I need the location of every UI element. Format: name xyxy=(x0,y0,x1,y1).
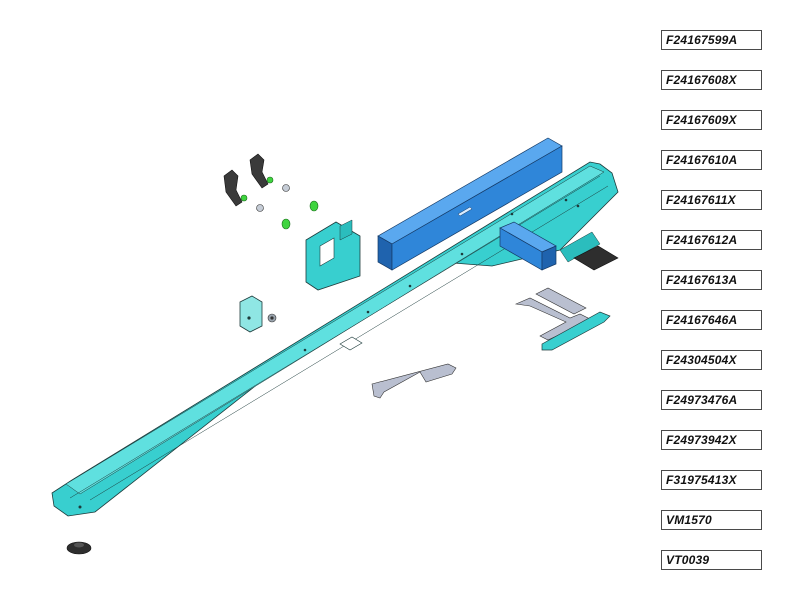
blue-support-bar xyxy=(377,137,563,271)
nut xyxy=(267,313,277,323)
part-label: F24167613A xyxy=(661,270,762,290)
part-label: F24167646A xyxy=(661,310,762,330)
grey-bracket xyxy=(514,287,593,341)
part-label: F24167611X xyxy=(661,190,762,210)
blue-end-block xyxy=(499,221,557,271)
part-label: F24167608X xyxy=(661,70,762,90)
part-label: F24304504X xyxy=(661,350,762,370)
part-label: F24973476A xyxy=(661,390,762,410)
handle-left xyxy=(223,169,248,207)
part-label: VM1570 xyxy=(661,510,762,530)
washers xyxy=(256,184,290,212)
cyan-mounting-plate xyxy=(305,219,361,291)
green-bushings xyxy=(281,200,319,230)
grey-angled-plate xyxy=(371,363,457,399)
round-foot xyxy=(66,541,92,555)
main-rail xyxy=(51,161,619,517)
part-label: F24167599A xyxy=(661,30,762,50)
handle-right xyxy=(249,153,274,189)
small-cyan-block xyxy=(239,295,263,333)
part-label: VT0039 xyxy=(661,550,762,570)
rubber-pad xyxy=(573,245,619,271)
part-label: F24167612A xyxy=(661,230,762,250)
part-label: F24973942X xyxy=(661,430,762,450)
part-label: F31975413X xyxy=(661,470,762,490)
cyan-arm xyxy=(541,311,611,351)
part-label: F24167610A xyxy=(661,150,762,170)
part-label: F24167609X xyxy=(661,110,762,130)
